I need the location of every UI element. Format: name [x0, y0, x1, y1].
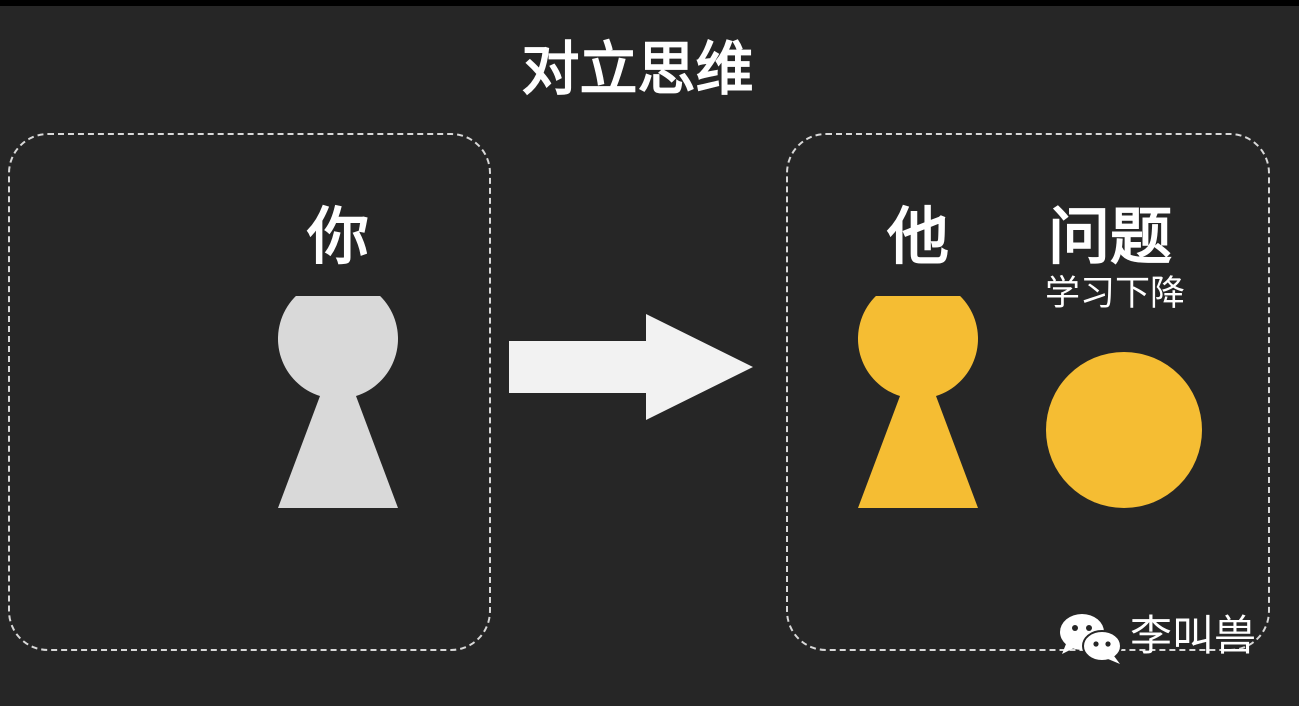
- right-arrow-icon: [509, 314, 753, 420]
- problem-label: 问题: [1047, 200, 1172, 273]
- top-strip: [0, 0, 1299, 6]
- you-keyhole-figure-icon: [278, 296, 398, 508]
- you-keyhole-shape: [278, 296, 398, 508]
- wechat-icon: [1060, 614, 1122, 664]
- him-keyhole-shape: [858, 296, 978, 508]
- problem-circle: [1046, 352, 1202, 508]
- watermark-text: 李叫兽: [1130, 611, 1257, 660]
- right-dashed-panel: [786, 133, 1270, 651]
- you-label: 你: [306, 200, 369, 273]
- left-dashed-panel: [8, 133, 491, 651]
- problem-subtitle: 学习下降: [1044, 274, 1185, 314]
- slide-title: 对立思维: [521, 35, 754, 103]
- him-label: 他: [886, 200, 949, 273]
- him-keyhole-figure-icon: [858, 296, 978, 508]
